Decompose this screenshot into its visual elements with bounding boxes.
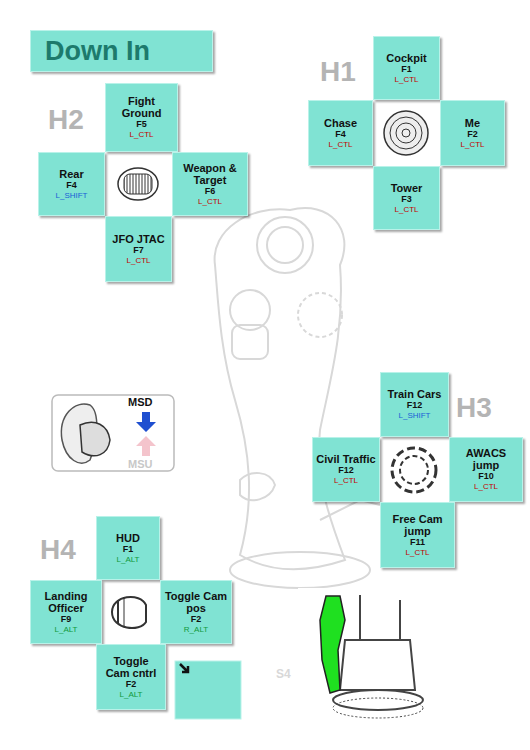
function-key: F4 — [335, 129, 346, 140]
key-name: HUD — [116, 532, 140, 544]
group-label: H1 — [320, 56, 356, 88]
msd-msu-widget — [52, 395, 174, 471]
key-name: JFO JTAC — [112, 233, 164, 245]
modifier-key: L_CTL — [460, 140, 484, 150]
key-box: Fight GroundF5L_CTL — [105, 83, 178, 152]
hat-switch-icon — [374, 101, 439, 165]
function-key: F2 — [467, 129, 478, 140]
key-name: Rear — [59, 168, 83, 180]
key-box: CockpitF1L_CTL — [373, 36, 440, 100]
modifier-key: L_CTL — [474, 482, 498, 492]
key-box: MeF2L_CTL — [440, 100, 505, 166]
key-name: Tower — [391, 182, 423, 194]
modifier-key: L_ALT — [55, 625, 78, 635]
key-box: Civil TrafficF12L_CTL — [312, 437, 380, 502]
d-button-icon — [96, 580, 160, 644]
key-box: AWACS jumpF10L_CTL — [449, 437, 523, 502]
key-name: Chase — [324, 117, 357, 129]
group-label: S4 — [276, 667, 291, 681]
title-box: Down In — [30, 30, 213, 72]
function-key: F9 — [61, 614, 72, 625]
key-name: Civil Traffic — [316, 453, 375, 465]
dashed-hat-icon — [380, 437, 449, 502]
empty-key-box — [175, 661, 241, 719]
key-box: TowerF3L_CTL — [373, 166, 440, 230]
key-name: Train Cars — [388, 388, 442, 400]
function-key: F5 — [136, 119, 147, 130]
key-box: Weapon & TargetF6L_CTL — [172, 152, 248, 216]
key-box: RearF4L_SHIFT — [38, 152, 105, 216]
wheel-icon — [105, 152, 172, 216]
key-box: HUDF1L_ALT — [96, 516, 160, 580]
function-key: F2 — [126, 679, 137, 690]
group-label: MSD — [128, 396, 152, 408]
modifier-key: L_ALT — [120, 690, 143, 700]
modifier-key: L_ALT — [117, 555, 140, 565]
group-label: H4 — [40, 534, 76, 566]
function-key: F2 — [191, 614, 202, 625]
function-key: F10 — [478, 471, 494, 482]
modifier-key: L_CTL — [394, 75, 418, 85]
modifier-key: L_CTL — [198, 197, 222, 207]
function-key: F11 — [410, 537, 425, 548]
title-text: Down In — [45, 36, 150, 67]
key-name: Me — [465, 117, 480, 129]
key-name: Fight Ground — [109, 95, 174, 119]
function-key: F1 — [401, 64, 412, 75]
key-box: JFO JTACF7L_CTL — [105, 216, 172, 282]
key-box: Toggle Cam cntrlF2L_ALT — [96, 644, 166, 710]
modifier-key: L_CTL — [129, 130, 153, 140]
key-box: Landing OfficerF9L_ALT — [30, 580, 102, 644]
key-name: Free Cam jump — [384, 513, 451, 537]
modifier-key: L_CTL — [394, 205, 418, 215]
function-key: F12 — [338, 465, 354, 476]
key-box: Toggle Cam posF2R_ALT — [160, 580, 232, 644]
function-key: F12 — [407, 400, 423, 411]
modifier-key: L_CTL — [334, 476, 358, 486]
function-key: F3 — [401, 194, 412, 205]
key-name: Toggle Cam cntrl — [100, 655, 162, 679]
group-label: H3 — [456, 392, 492, 424]
modifier-key: L_SHIFT — [398, 411, 430, 421]
key-name: Cockpit — [386, 52, 426, 64]
trigger-picture — [298, 588, 432, 722]
function-key: F6 — [205, 186, 216, 197]
key-box: Train CarsF12L_SHIFT — [380, 372, 449, 437]
key-box: Free Cam jumpF11L_CTL — [380, 502, 455, 568]
function-key: F1 — [123, 544, 134, 555]
modifier-key: R_ALT — [184, 625, 208, 635]
modifier-key: L_CTL — [405, 548, 429, 558]
modifier-key: L_CTL — [126, 256, 150, 266]
key-box: ChaseF4L_CTL — [308, 100, 373, 166]
group-label: MSU — [128, 458, 152, 470]
function-key: F7 — [133, 245, 144, 256]
key-name: Weapon & Target — [176, 162, 244, 186]
joystick-outline — [215, 208, 380, 588]
key-name: Toggle Cam pos — [164, 590, 228, 614]
group-label: H2 — [48, 104, 84, 136]
key-name: AWACS jump — [453, 447, 519, 471]
function-key: F4 — [66, 180, 77, 191]
key-name: Landing Officer — [34, 590, 98, 614]
modifier-key: L_CTL — [328, 140, 352, 150]
modifier-key: L_SHIFT — [55, 191, 87, 201]
